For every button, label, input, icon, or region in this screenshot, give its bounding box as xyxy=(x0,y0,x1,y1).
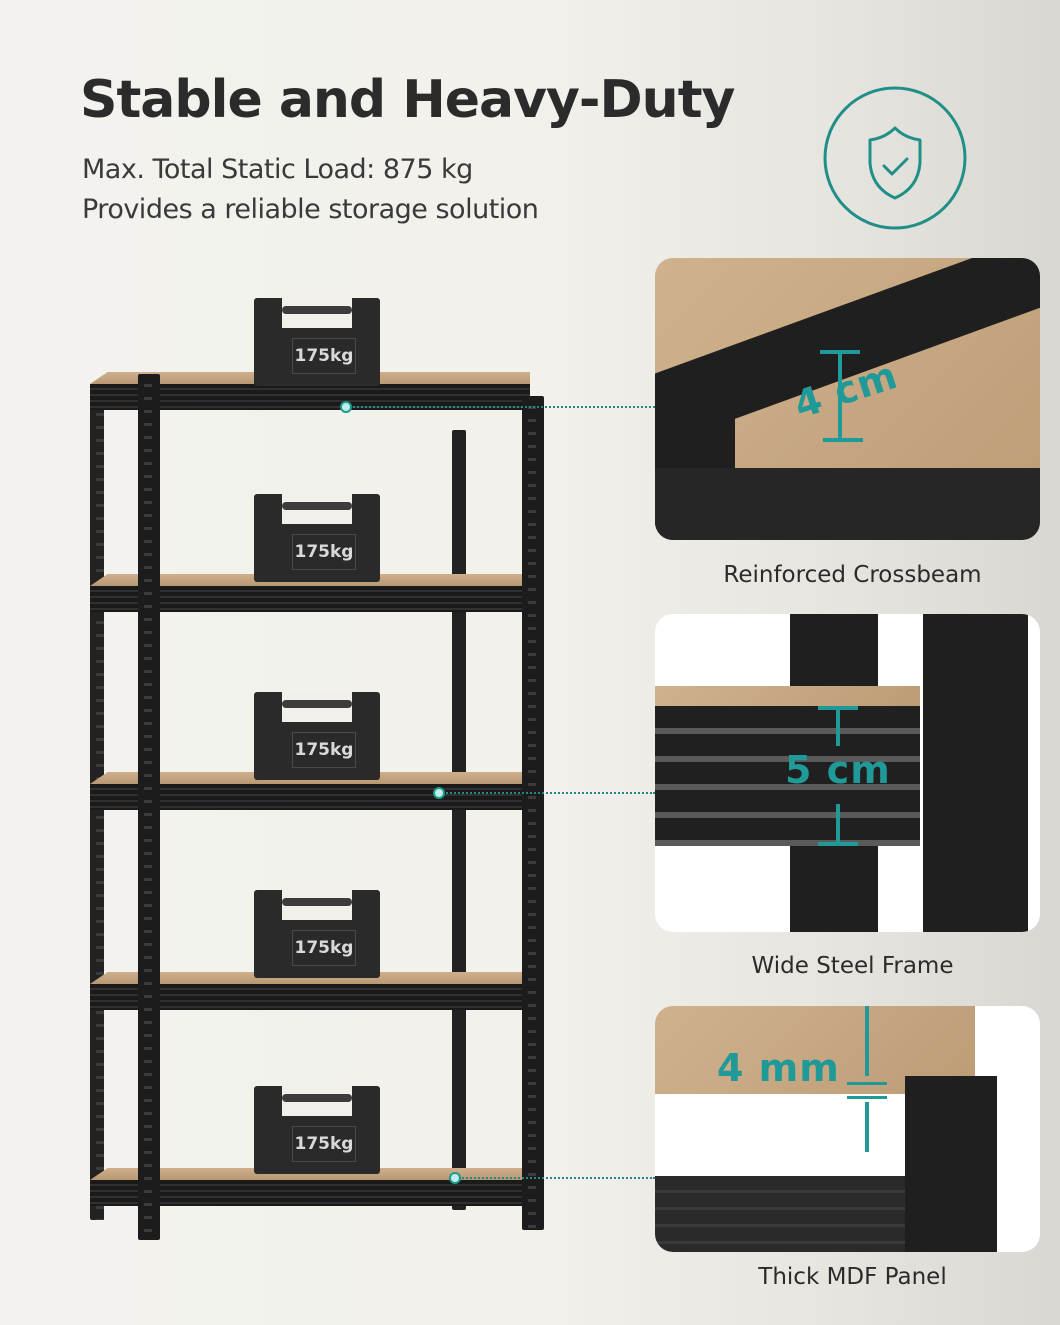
mdf-measure: 4 mm xyxy=(717,1046,840,1090)
crossbeam-label: Reinforced Crossbeam xyxy=(723,562,982,588)
weight-label: 175kg xyxy=(292,930,356,966)
tagline-text: Provides a reliable storage solution xyxy=(82,194,539,225)
weight-block-4: 175kg xyxy=(254,890,380,978)
weight-block-2: 175kg xyxy=(254,494,380,582)
weight-label: 175kg xyxy=(292,534,356,570)
callout-line-frame xyxy=(443,792,655,794)
steel-frame-detail-card: 5 cm xyxy=(655,614,1040,932)
callout-line-mdf xyxy=(459,1177,655,1179)
weight-label: 175kg xyxy=(292,1126,356,1162)
weight-label: 175kg xyxy=(292,338,356,374)
max-load-text: Max. Total Static Load: 875 kg xyxy=(82,154,473,185)
back-right-post xyxy=(452,430,466,1210)
front-left-post xyxy=(138,374,160,1240)
callout-line-crossbeam xyxy=(350,406,655,408)
crossbeam-detail-card: 4 cm xyxy=(655,258,1040,540)
shield-check-icon xyxy=(820,83,970,233)
weight-label: 175kg xyxy=(292,732,356,768)
weight-block-3: 175kg xyxy=(254,692,380,780)
weight-block-5: 175kg xyxy=(254,1086,380,1174)
page-title: Stable and Heavy-Duty xyxy=(80,70,735,130)
shelving-unit-illustration: 175kg 175kg 175kg 175kg 175kg xyxy=(80,298,550,1240)
steel-frame-label: Wide Steel Frame xyxy=(751,953,954,979)
frame-measure: 5 cm xyxy=(785,748,891,792)
mdf-panel-label: Thick MDF Panel xyxy=(758,1264,947,1290)
weight-block-1: 175kg xyxy=(254,298,380,386)
front-right-post xyxy=(522,396,544,1230)
mdf-panel-detail-card: 4 mm xyxy=(655,1006,1040,1252)
